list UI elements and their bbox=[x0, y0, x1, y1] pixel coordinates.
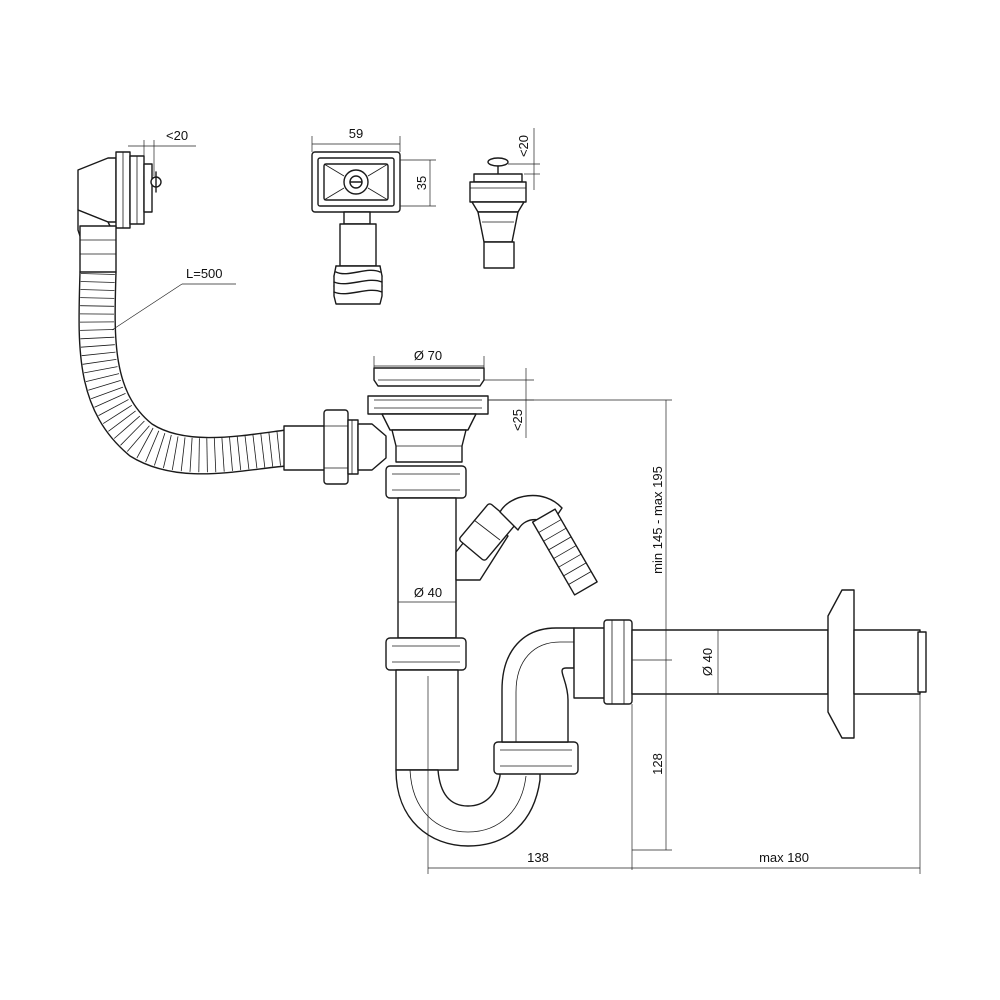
hose-rib bbox=[213, 438, 217, 473]
overflow-connector bbox=[283, 409, 387, 485]
dim-overflow-length: L=500 bbox=[186, 266, 223, 281]
hose-rib bbox=[80, 336, 115, 340]
dim-grid-height: 35 bbox=[414, 176, 429, 190]
overflow-head bbox=[77, 151, 162, 237]
hose-rib bbox=[171, 436, 179, 470]
plug-detail bbox=[469, 157, 527, 269]
dim-outlet-length: max 180 bbox=[759, 850, 809, 865]
dim-plug-gap: <20 bbox=[516, 135, 531, 157]
hose-rib bbox=[145, 430, 160, 463]
hose-rib bbox=[81, 351, 116, 357]
hose-rib bbox=[80, 273, 115, 275]
hose-rib bbox=[80, 329, 115, 331]
hose-rib bbox=[260, 433, 266, 468]
dim-pipe-diameter-horizontal: Ø 40 bbox=[700, 648, 715, 676]
wall-outlet-pipe bbox=[631, 589, 927, 739]
hose-rib bbox=[108, 410, 136, 432]
dimension-labels: <20 L=500 59 35 <20 Ø 70 <25 min 145 - m… bbox=[166, 126, 809, 865]
hose-rib bbox=[102, 404, 133, 424]
appliance-connector bbox=[455, 494, 598, 596]
overflow-grid-front bbox=[311, 151, 401, 305]
hose-rib bbox=[80, 305, 115, 307]
hose-rib bbox=[113, 415, 141, 439]
hose-rib bbox=[206, 438, 208, 473]
hose-rib bbox=[276, 431, 281, 466]
hose-rib bbox=[85, 373, 120, 382]
hose-rib bbox=[88, 380, 121, 391]
hose-rib bbox=[244, 435, 250, 470]
hose-rib bbox=[136, 427, 154, 459]
hose-rib bbox=[80, 289, 115, 291]
hose-rib bbox=[252, 434, 258, 469]
dim-trap-height: 128 bbox=[650, 753, 665, 775]
hose-rib bbox=[120, 420, 145, 446]
hose-rib bbox=[221, 437, 225, 472]
dim-height-range: min 145 - max 195 bbox=[650, 466, 665, 574]
hose-rib bbox=[198, 438, 200, 473]
dimension-lines bbox=[111, 128, 921, 874]
hose-rib bbox=[189, 437, 193, 472]
hose-rib bbox=[163, 434, 172, 469]
hose-rib bbox=[80, 297, 115, 299]
dim-grid-width: 59 bbox=[349, 126, 363, 141]
vertical-pipe bbox=[385, 497, 467, 771]
hose-rib bbox=[80, 344, 115, 348]
hose-rib bbox=[180, 437, 186, 472]
dim-overflow-gap: <20 bbox=[166, 128, 188, 143]
dim-outlet-diameter: Ø 70 bbox=[414, 348, 442, 363]
hose-rib bbox=[98, 399, 129, 416]
hose-rib bbox=[236, 436, 242, 471]
dim-trap-width: 138 bbox=[527, 850, 549, 865]
overflow-hose bbox=[78, 225, 287, 475]
dim-outlet-gap: <25 bbox=[510, 409, 525, 431]
hose-rib bbox=[80, 281, 115, 283]
dim-pipe-diameter-vertical: Ø 40 bbox=[414, 585, 442, 600]
hose-rib bbox=[94, 393, 126, 408]
hose-rib bbox=[268, 432, 274, 467]
hose-rib bbox=[229, 437, 233, 471]
hose-rib bbox=[90, 386, 124, 400]
hose-rib bbox=[84, 366, 118, 374]
hose-rib bbox=[82, 359, 117, 365]
sink-outlet bbox=[367, 367, 489, 499]
hose-rib bbox=[126, 425, 150, 452]
hose-rib bbox=[154, 432, 166, 466]
